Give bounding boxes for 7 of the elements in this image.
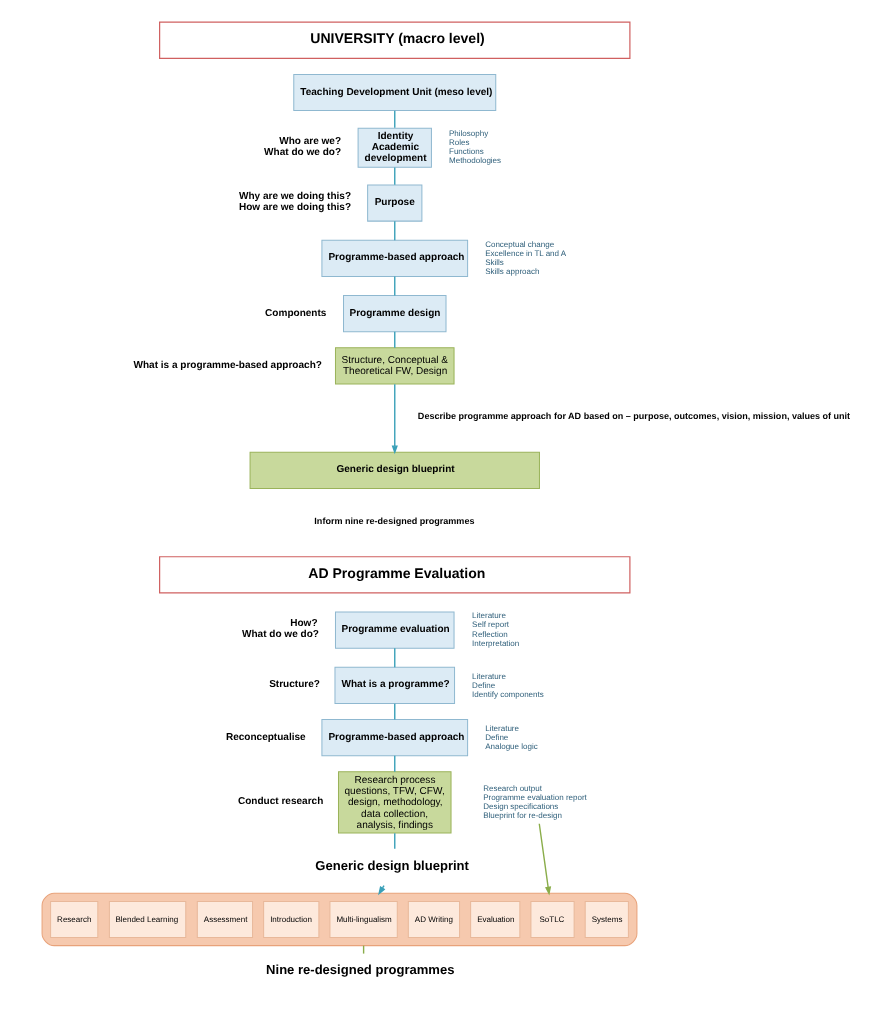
connector <box>394 219 396 240</box>
connector <box>394 646 396 667</box>
arrow <box>378 883 386 895</box>
arrow <box>538 822 552 895</box>
cluster <box>41 891 638 946</box>
connector <box>394 274 396 296</box>
arrow <box>391 382 398 454</box>
